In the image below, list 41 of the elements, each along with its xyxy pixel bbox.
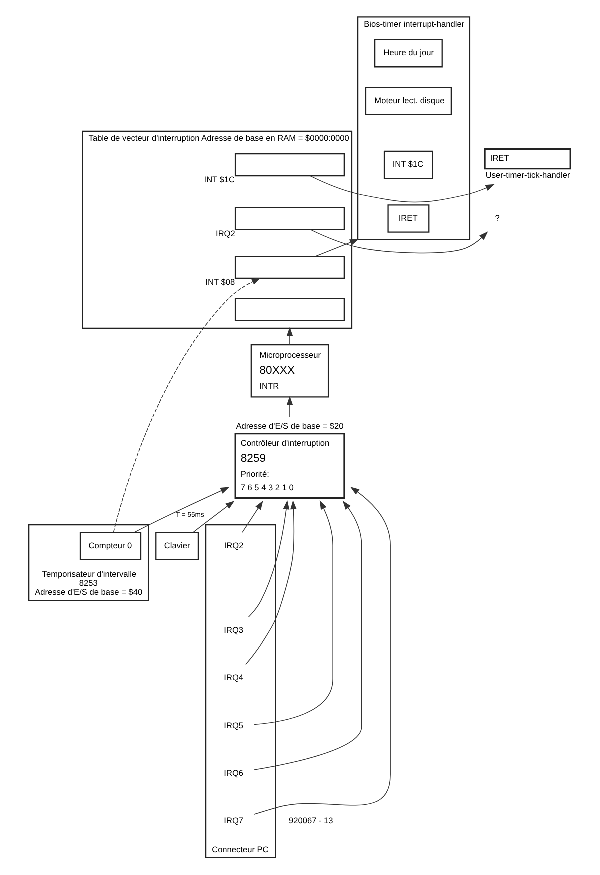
node-box: INT $1C: [384, 150, 434, 180]
arrow: [315, 239, 360, 257]
node-box: IRET: [388, 204, 430, 233]
node-text: IRQ5: [224, 720, 244, 730]
node-label: INT $08: [206, 277, 236, 288]
node-text: IRQ6: [224, 768, 244, 778]
node-label: IRQ2: [216, 228, 236, 238]
arrow: [310, 176, 495, 203]
node-text: IRQ2: [224, 540, 244, 550]
arrow: [286, 327, 294, 346]
arrow: [242, 500, 264, 533]
node-text: IRQ3: [224, 625, 244, 636]
node-label: User-timer-tick-handler: [486, 170, 570, 180]
label: 920067 - 13: [289, 816, 334, 826]
arrow: [248, 500, 290, 618]
arrow: [113, 278, 262, 533]
node-text: IRQ4: [224, 672, 244, 683]
node-label: Adresse d'E/S de base = $40: [35, 587, 143, 598]
node-box: Compteur 0: [80, 532, 142, 560]
arrow: [254, 500, 362, 770]
node-text: ?: [495, 212, 500, 223]
node-box: IRET: [484, 148, 572, 170]
arrow: [246, 500, 297, 666]
arrow: [193, 501, 235, 533]
node-label: INT $1C: [204, 174, 236, 185]
arrow: [254, 487, 391, 815]
node-box: [234, 154, 345, 177]
arrow: [310, 229, 488, 254]
node-box: Microprocesseur 80XXX INTR: [250, 344, 330, 398]
node-box: [234, 207, 345, 230]
arrow: [254, 500, 334, 726]
node-label: Adresse d'E/S de base = $20: [236, 421, 344, 432]
node-box: Moteur lect. disque: [365, 86, 452, 116]
node-box: Contrôleur d'interruption 8259 Priorité: 7 6 5 4 3 2 1 0: [234, 433, 346, 499]
arrow: [286, 396, 294, 418]
node-text: IRQ7: [224, 816, 244, 826]
arrow: [134, 487, 230, 533]
node-box: Heure du jour: [374, 39, 443, 68]
node-box: Clavier: [156, 532, 200, 560]
node-box: [234, 298, 345, 322]
node-box: [234, 256, 345, 280]
